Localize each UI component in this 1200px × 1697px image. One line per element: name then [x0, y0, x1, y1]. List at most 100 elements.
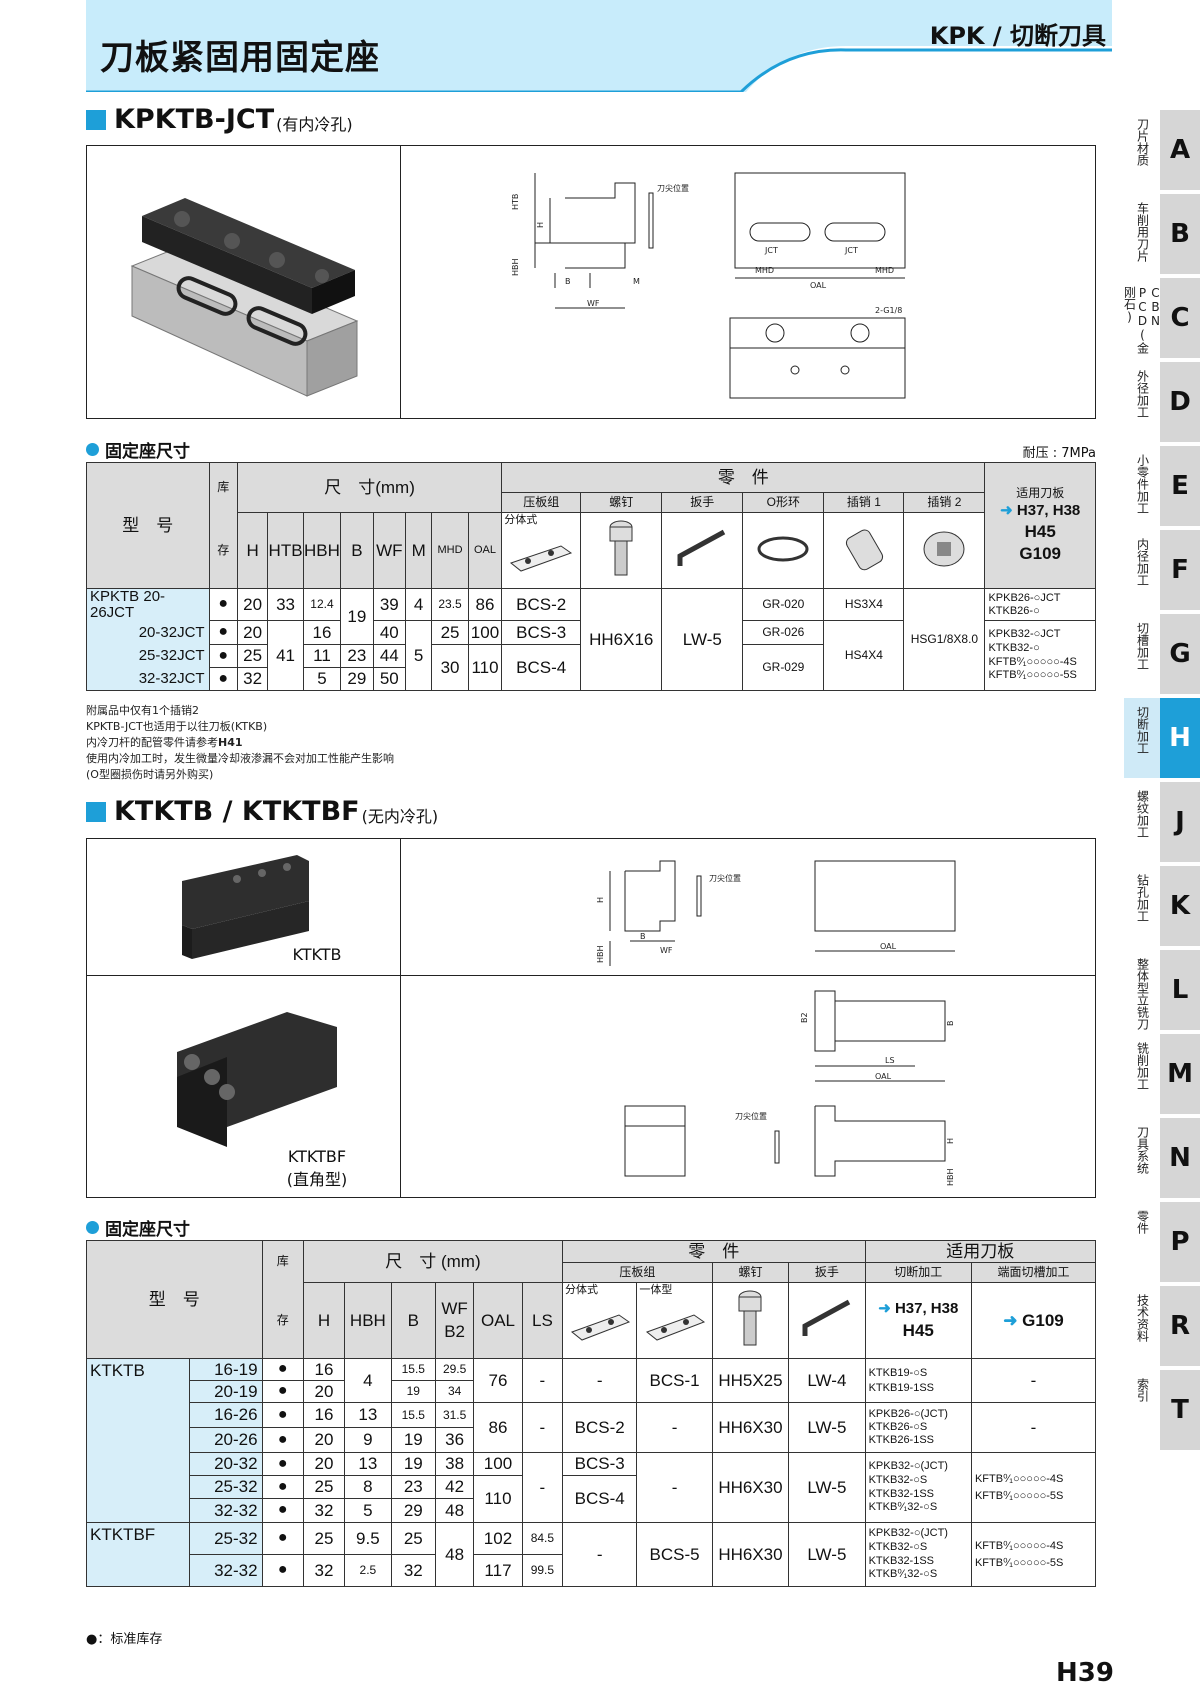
table-cell: 32	[390, 1554, 437, 1587]
table-cell: B	[390, 1282, 437, 1359]
table-cell: 16-26	[189, 1402, 263, 1428]
pin1-icon	[845, 529, 883, 570]
table-row: KTKTB 16-19 ● 16 4 15.5 29.5 76 - - BCS-…	[85, 1358, 1097, 1523]
table-cell: 23.5	[431, 588, 469, 621]
side-tab-c[interactable]: CBN PCD(金刚石)C	[1123, 278, 1200, 358]
table-cell: 39	[372, 588, 406, 621]
dot-icon	[86, 443, 99, 456]
table-cell: 23	[340, 644, 374, 668]
side-tab-letter: K	[1160, 866, 1200, 946]
table-cell: 16	[302, 1402, 346, 1428]
section2-title: KTKTB / KTKTBF	[114, 796, 360, 827]
section1-notes: 附属品中仅有1个插销2 KPKTB-JCT也适用于以往刀板(KTKB) 内冷刀杆…	[86, 704, 394, 781]
table-cell: LW-5	[661, 588, 744, 691]
table-cell: 插销 2	[903, 492, 986, 513]
table-cell: 25-32JCT	[86, 644, 210, 668]
table-cell: HH6X30	[711, 1522, 790, 1587]
table-cell: 29.5	[435, 1358, 475, 1381]
table-cell: 尺 寸(mm)	[236, 462, 503, 513]
table-cell: 插销 1	[823, 492, 905, 513]
svg-text:OAL: OAL	[875, 1072, 892, 1081]
table-cell: 2.5	[344, 1554, 392, 1587]
side-tab-letter: C	[1160, 278, 1200, 358]
table-cell: 压板组	[501, 492, 582, 513]
section2-spec-table: 型 号 库 尺 寸 (mm) 零 件 适用刀板 压板组 螺钉 扳手 切断加工 端…	[85, 1240, 1097, 1587]
table-cell: 9	[344, 1427, 392, 1453]
ktktb-drawings: H HBH B WF 刀尖位置 OAL B2 LS OAL 刀尖位置 B H H…	[596, 860, 956, 1186]
screw-icon	[609, 520, 633, 576]
section1-title: KPKTB-JCT	[114, 104, 275, 135]
table-cell: 25-32	[189, 1522, 263, 1555]
table-cell: 12.4	[302, 588, 342, 621]
table-cell: GR-020	[742, 588, 825, 621]
table-cell: HH6X16	[580, 588, 663, 691]
table-cell: ●	[208, 644, 238, 668]
table-cell: 分体式	[562, 1282, 638, 1359]
table-cell: BCS-2	[562, 1402, 638, 1453]
table-cell: 20	[236, 588, 269, 621]
side-tab-label: 刀片材质	[1135, 118, 1150, 166]
table-cell: HSG1/8X8.0	[903, 588, 986, 691]
svg-text:M: M	[633, 277, 640, 286]
table-cell: 螺钉	[711, 1262, 790, 1283]
table-cell: 25	[236, 644, 269, 668]
table-cell: 20	[302, 1452, 346, 1476]
side-tab-letter: E	[1160, 446, 1200, 526]
table-cell: 100	[473, 1452, 523, 1476]
stock-legend: ●：标准库存	[86, 1632, 163, 1647]
table-cell: 存	[208, 512, 238, 589]
table-cell: H	[236, 512, 269, 589]
table-cell: 压板组	[562, 1262, 713, 1283]
svg-text:LS: LS	[885, 1056, 895, 1065]
table-cell: 44	[372, 644, 406, 668]
pressure-rating: 耐压 : 7MPa	[1022, 446, 1096, 461]
table-cell: ●	[261, 1427, 304, 1453]
side-tab-letter: B	[1160, 194, 1200, 274]
table-cell: ●	[208, 667, 238, 691]
side-tab-letter: P	[1160, 1202, 1200, 1282]
table-cell: ●	[208, 588, 238, 621]
clamp-split-icon	[570, 1314, 630, 1341]
table-cell: 型 号	[86, 1240, 263, 1359]
table-cell: BCS-4	[501, 644, 582, 691]
svg-text:MHD: MHD	[755, 266, 774, 275]
table-cell: HBH	[302, 512, 342, 589]
table-cell: 100	[467, 620, 503, 645]
svg-text:B: B	[640, 932, 646, 941]
table-cell: 扳手	[661, 492, 744, 513]
table-cell: 25-32	[189, 1475, 263, 1499]
table-cell: HH6X30	[711, 1402, 790, 1453]
table-cell: 48	[435, 1498, 475, 1523]
wrench-icon	[677, 529, 726, 566]
table-cell: 38	[435, 1452, 475, 1476]
table-cell: 11	[302, 644, 342, 668]
kpktb-drawings: HTB H HBH B WF M 刀尖位置 MHD MHD OAL 2-G1/8…	[511, 172, 906, 399]
svg-text:JCT: JCT	[764, 246, 778, 255]
table-cell: 40	[372, 620, 406, 645]
category-title: KPK / 切断刀具	[929, 22, 1106, 50]
table-cell: 适用刀板	[864, 1240, 1097, 1263]
table-cell: 13	[344, 1452, 392, 1476]
table-cell: 4	[344, 1358, 392, 1403]
table-cell: 库	[261, 1240, 304, 1283]
table-cell: OAL	[467, 512, 503, 589]
